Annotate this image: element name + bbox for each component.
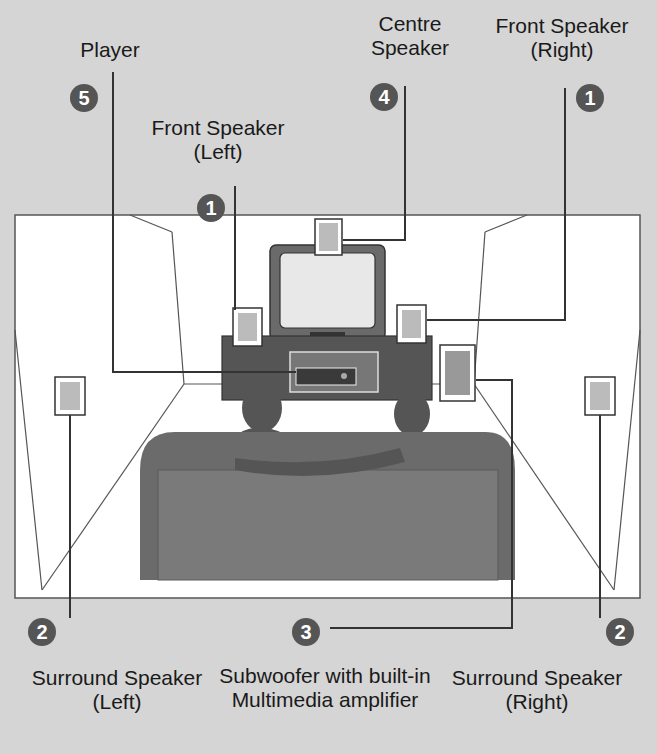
part-label: Surround Speaker (Left) — [27, 666, 207, 714]
callout-number: 2 — [607, 619, 633, 645]
callout-number: 4 — [371, 84, 397, 110]
part-label: Surround Speaker (Right) — [447, 666, 627, 714]
callout-number: 2 — [29, 619, 55, 645]
part-label: Front Speaker (Left) — [148, 116, 288, 164]
callout-number: 5 — [71, 85, 97, 111]
callout-number: 3 — [293, 619, 319, 645]
part-label: Centre Speaker — [364, 12, 456, 60]
callout-number: 1 — [577, 85, 603, 111]
part-label: Player — [50, 38, 170, 62]
part-label: Front Speaker (Right) — [487, 14, 637, 62]
part-label: Subwoofer with built-in Multimedia ampli… — [208, 664, 443, 712]
callout-number: 1 — [198, 195, 224, 221]
